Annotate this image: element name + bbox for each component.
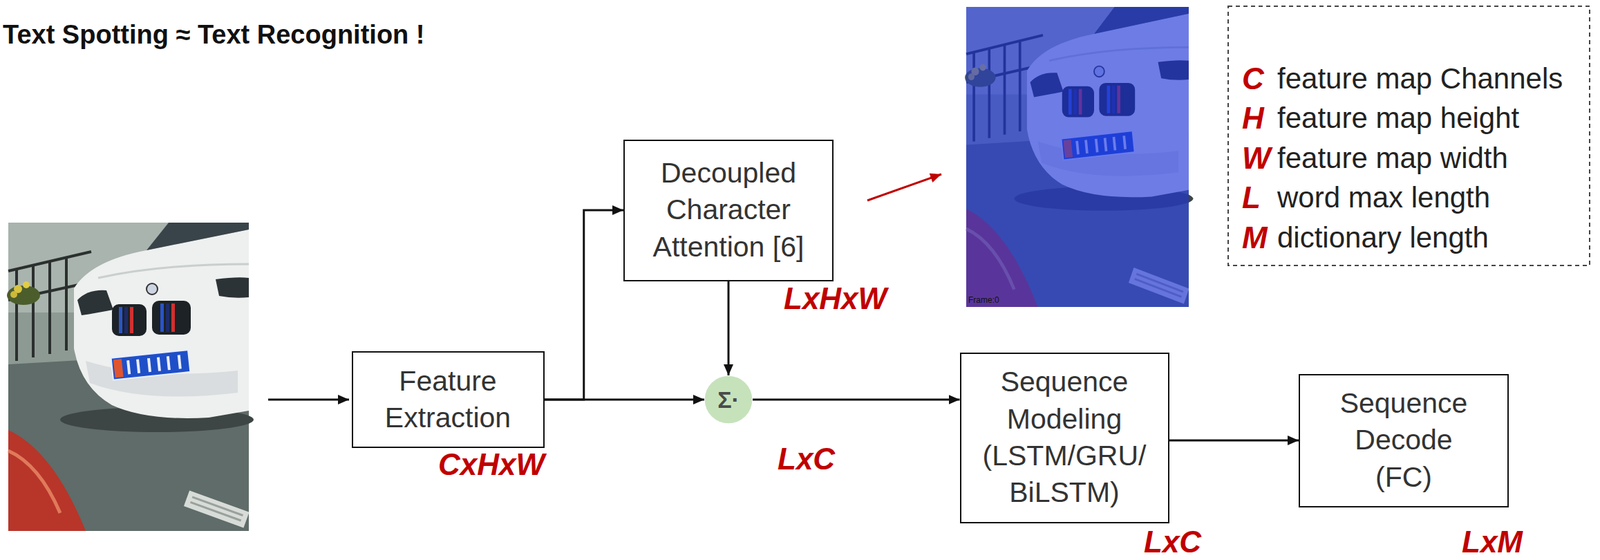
shape-label: CxHxW xyxy=(438,449,545,480)
shape-label: LxC xyxy=(777,443,835,475)
shape-label: LxC xyxy=(1143,526,1202,558)
node-text: Decoupled Character Attention [6] xyxy=(637,154,820,266)
key-description: feature map Channels xyxy=(1277,64,1563,94)
symbol-key-box xyxy=(1228,6,1590,266)
key-symbol: H xyxy=(1241,102,1265,134)
circle-fill xyxy=(704,375,753,424)
node-text: Σ· xyxy=(717,387,740,412)
flow-arrow xyxy=(544,210,625,400)
key-symbol: C xyxy=(1241,63,1265,94)
flow-arrow xyxy=(544,398,705,401)
shape-label: LxM xyxy=(1461,526,1523,558)
key-description: feature map width xyxy=(1277,143,1509,173)
key-description: feature map height xyxy=(1277,103,1520,133)
diagram-title: Text Spotting ≈ Text Recognition ! xyxy=(2,21,426,48)
attention-map xyxy=(964,6,1193,307)
frame-label: Frame:0 xyxy=(968,295,1000,305)
callout-arrow xyxy=(867,174,942,201)
key-symbol: L xyxy=(1241,182,1261,213)
shape-label: LxHxW xyxy=(783,283,887,314)
node-text: Feature Extraction xyxy=(364,362,531,437)
process-box: Feature Extraction xyxy=(351,351,545,448)
sum-circle: Σ· xyxy=(704,375,753,424)
key-symbol: M xyxy=(1241,222,1268,253)
process-box: Sequence Decode (FC) xyxy=(1298,373,1509,508)
key-symbol: W xyxy=(1241,143,1272,174)
flow-arrow xyxy=(727,281,730,376)
flow-arrow xyxy=(752,398,960,401)
node-text: Sequence Decode (FC) xyxy=(1327,384,1480,496)
process-box: Decoupled Character Attention [6] xyxy=(623,139,834,282)
process-box: Sequence Modeling (LSTM/GRU/ BiLSTM) xyxy=(960,352,1170,524)
flow-arrow xyxy=(1169,439,1300,442)
key-description: dictionary length xyxy=(1277,223,1489,253)
key-description: word max length xyxy=(1277,183,1491,213)
input-arrow xyxy=(268,398,350,401)
node-text: Sequence Modeling (LSTM/GRU/ BiLSTM) xyxy=(973,363,1156,511)
input-photo xyxy=(6,222,254,531)
